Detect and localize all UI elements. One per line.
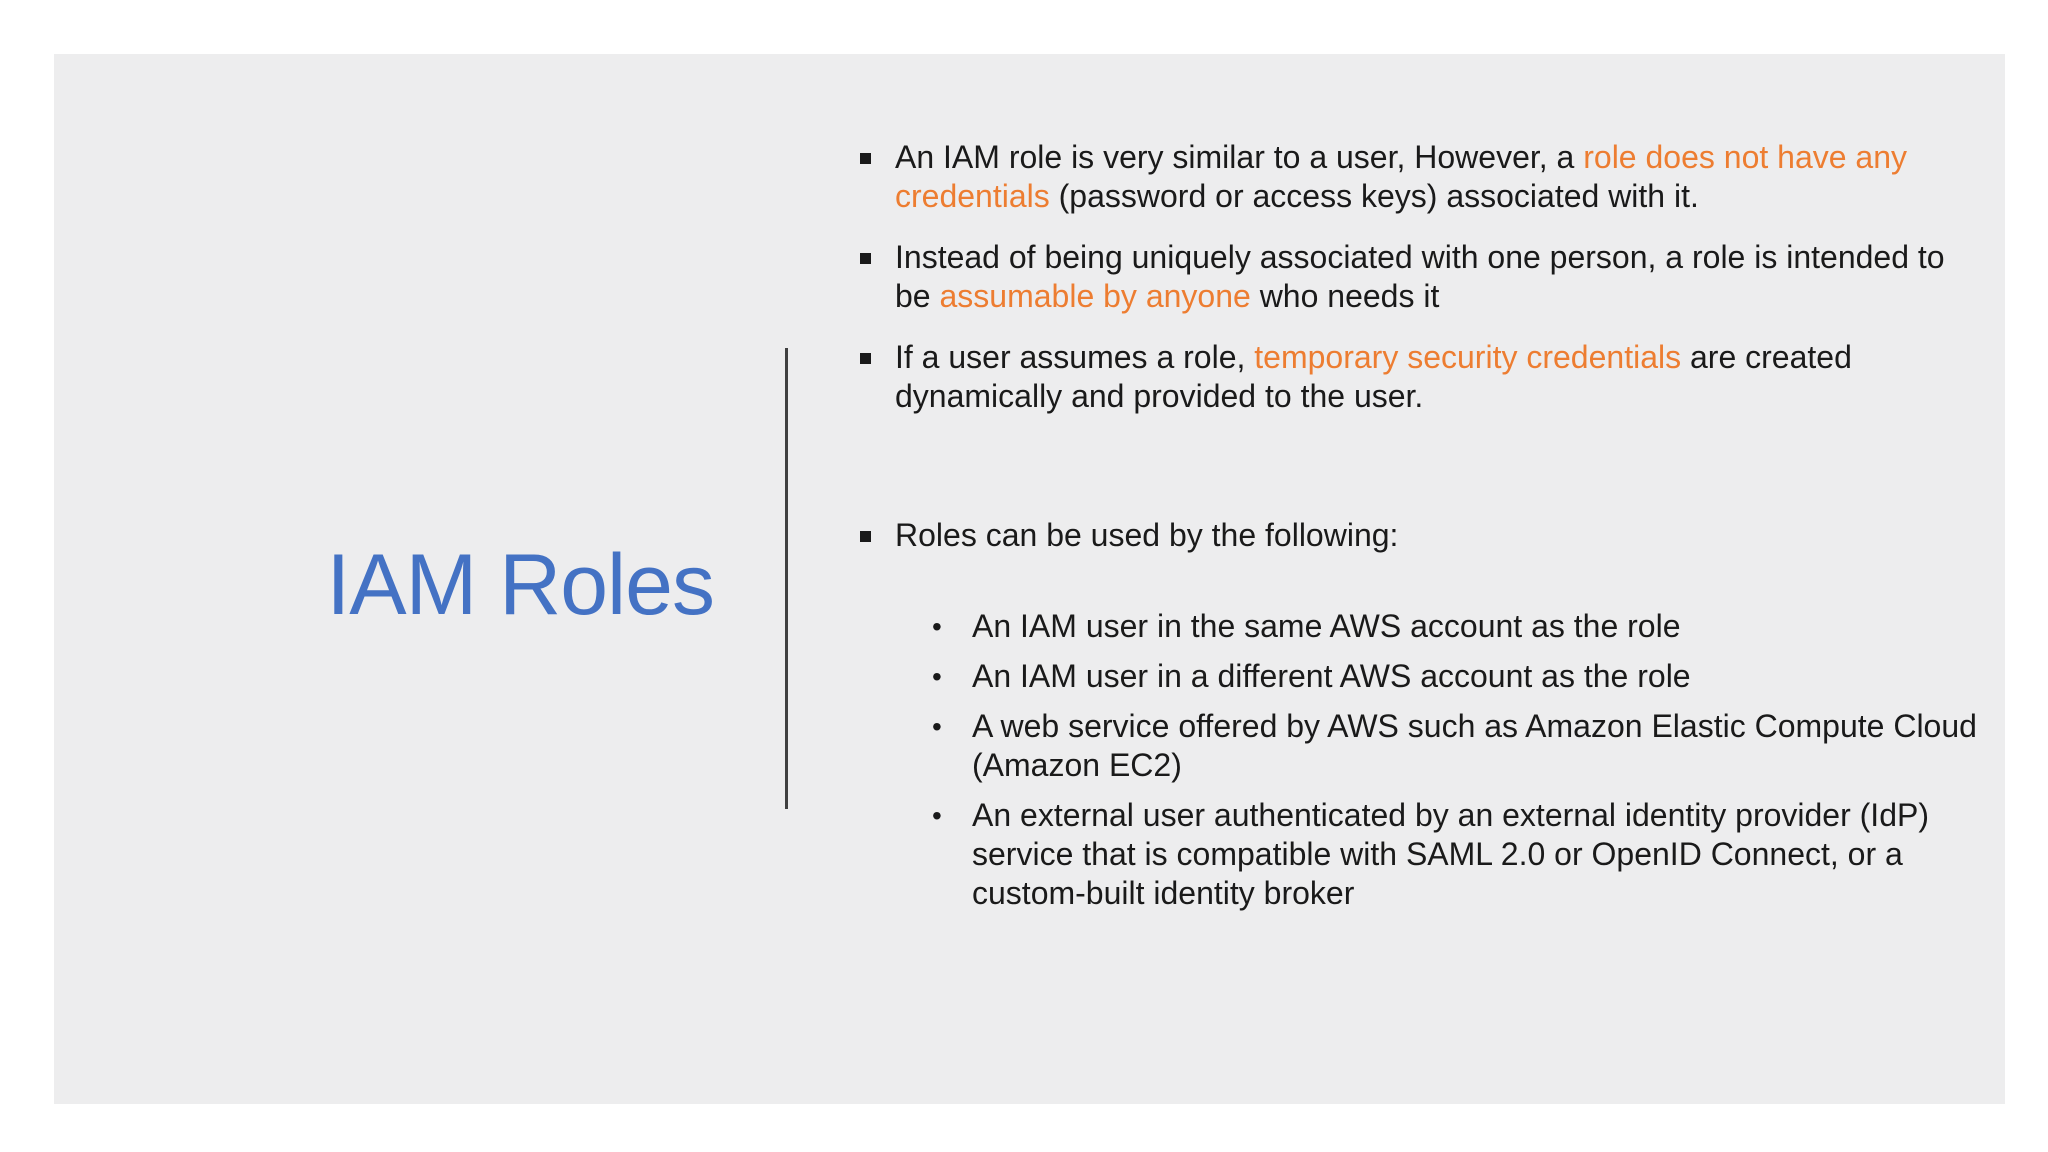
sub-bullet-item: • An external user authenticated by an ex… [855,796,1985,913]
bullet-text: (password or access keys) associated wit… [1049,178,1699,214]
sub-bullet-item: • An IAM user in a different AWS account … [855,657,1985,696]
slide: IAM Roles An IAM role is very similar to… [54,54,2005,1104]
bullet-text: Roles can be used by the following: [895,517,1399,553]
bullet-item: Instead of being uniquely associated wit… [855,238,1985,316]
highlight-text: temporary security credentials [1254,339,1682,375]
round-bullet-icon: • [932,611,942,642]
bullet-text: Instead of being uniquely associated wit… [895,239,1945,314]
sub-bullet-item: • A web service offered by AWS such as Am… [855,707,1985,785]
highlight-text: role does not have any credentials [895,139,1908,214]
round-bullet-icon: • [932,800,942,831]
spacer [855,438,1985,516]
spacer [855,577,1985,607]
round-bullet-icon: • [932,711,942,742]
bullet-text: who needs it [1250,278,1440,314]
sub-bullet-item: • An IAM user in the same AWS account as … [855,607,1985,646]
title-area: IAM Roles [54,54,715,1104]
bullet-item: Roles can be used by the following: [855,516,1985,555]
sub-bullet-text: An IAM user in the same AWS account as t… [972,608,1681,644]
sub-bullet-text: An external user authenticated by an ext… [972,797,1929,911]
round-bullet-icon: • [932,661,942,692]
square-bullet-icon [860,153,871,164]
square-bullet-icon [860,353,871,364]
bullet-text: If a user assumes a role, [895,339,1255,375]
bullet-text: are created dynamically and provided to … [895,339,1852,414]
sub-bullet-text: A web service offered by AWS such as Ama… [972,708,1977,783]
bullet-item: An IAM role is very similar to a user, H… [855,138,1985,216]
vertical-divider [785,348,788,809]
bullet-item: If a user assumes a role, temporary secu… [855,338,1985,416]
sub-bullet-text: An IAM user in a different AWS account a… [972,658,1691,694]
bullet-text: An IAM role is very similar to a user, H… [895,139,1584,175]
square-bullet-icon [860,253,871,264]
slide-title: IAM Roles [326,536,715,633]
highlight-text: assumable by anyone [939,278,1251,314]
square-bullet-icon [860,531,871,542]
content-area: An IAM role is very similar to a user, H… [855,138,1985,924]
